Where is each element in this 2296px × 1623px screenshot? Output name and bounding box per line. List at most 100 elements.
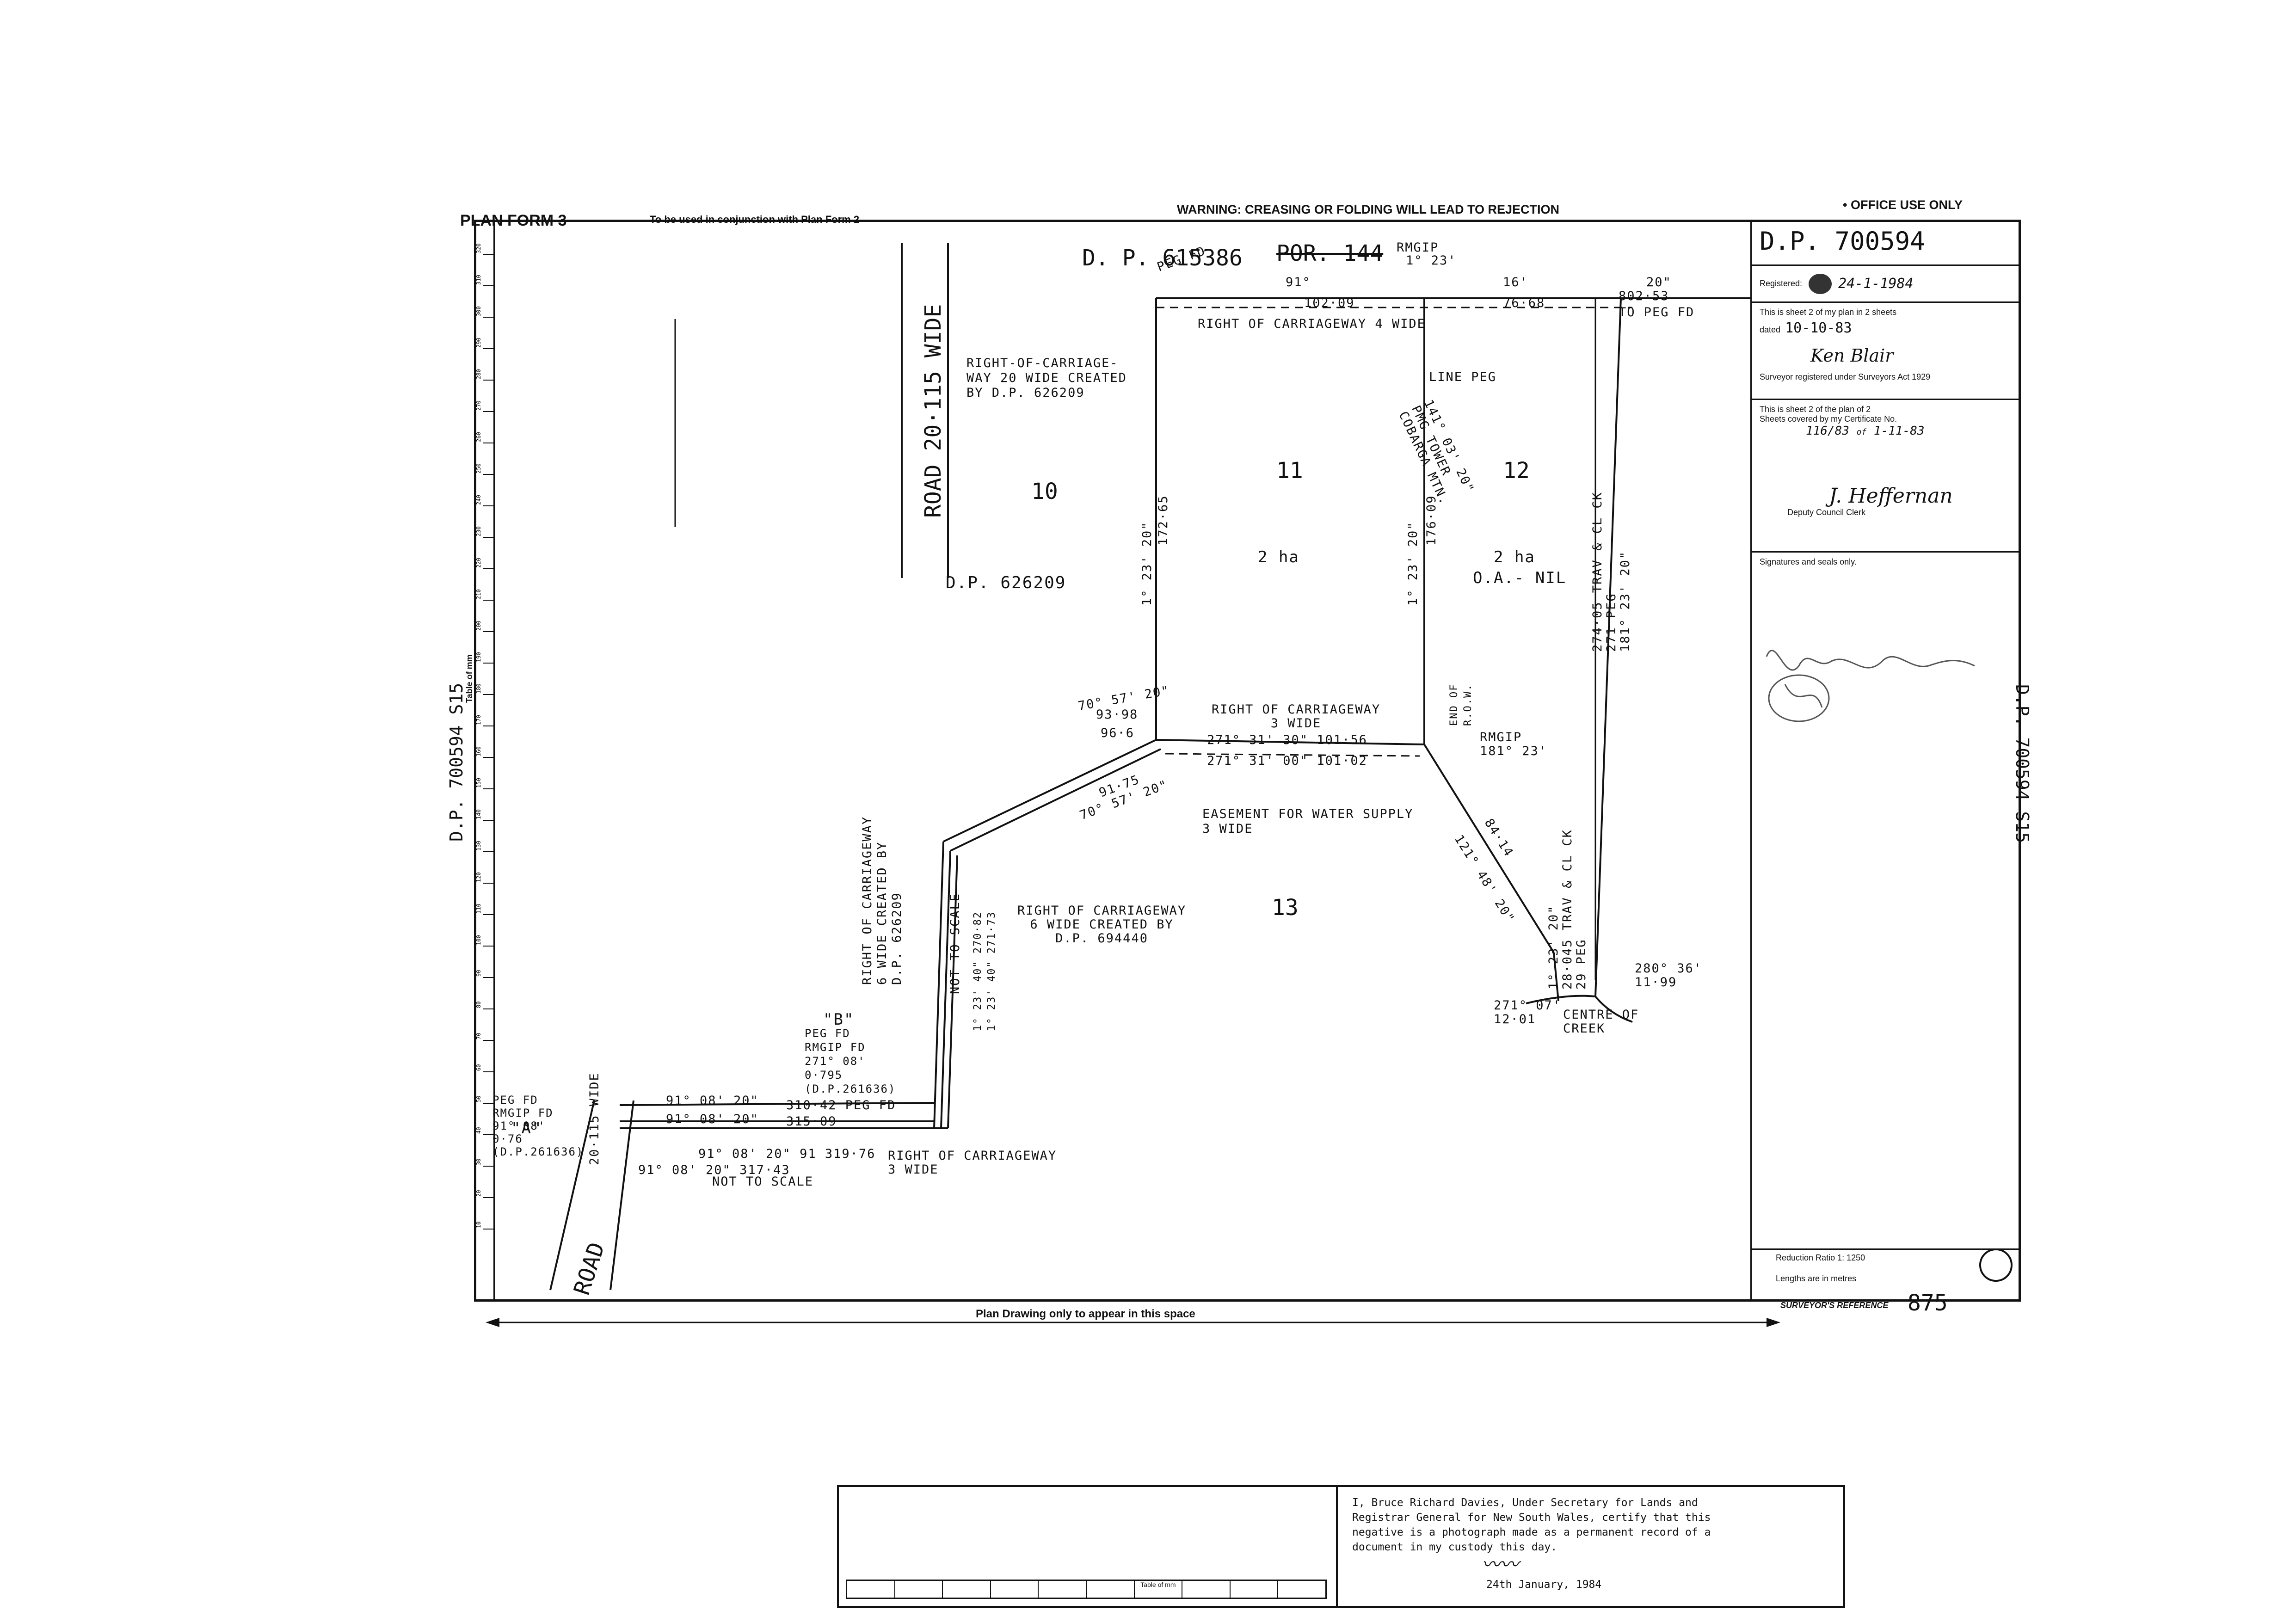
row-3-wide-bottom: RIGHT OF CARRIAGEWAY 3 WIDE	[888, 1149, 1057, 1177]
dist-76: 76·68	[1503, 296, 1545, 310]
scale-tick-label: 30	[475, 1159, 482, 1165]
plan-top-dp: D. P. 615386	[1082, 245, 1243, 271]
row-vertical-east	[940, 850, 951, 1129]
dist-172: 172·65	[1156, 495, 1170, 546]
dist-102: 102·09	[1304, 296, 1355, 310]
scale-tick-label: 130	[475, 841, 482, 851]
council-box: This is sheet 2 of the plan of 2 Sheets …	[1750, 400, 2019, 553]
lot-13-east-boundary	[1423, 744, 1555, 953]
bear-271-07: 271° 07' 12·01	[1494, 998, 1562, 1027]
dist-802: 802·53	[1619, 289, 1669, 303]
scale-tick-label: 210	[475, 589, 482, 599]
bearing-20: 20"	[1646, 275, 1672, 289]
scale-tick-label: 240	[475, 495, 482, 505]
plan-rmgip-top: RMGIP	[1397, 240, 1439, 255]
reduction-divider	[1750, 1248, 2019, 1250]
row-vertical-west	[933, 841, 944, 1129]
dist-96: 96·6	[1101, 726, 1135, 740]
scale-tick-label: 50	[475, 1096, 482, 1102]
trav-ck: 274·05 TRAV & CL CK 271 PEG 181° 23' 20"	[1590, 492, 1632, 652]
dist-176: 176·09	[1424, 495, 1439, 546]
m-seal-icon	[1979, 1248, 2013, 1282]
to-peg-fd: TO PEG FD	[1619, 305, 1695, 320]
right-margin-dp: D.P. 700594 S15	[2012, 684, 2032, 843]
road-top-label: ROAD 20·115 WIDE	[920, 304, 946, 518]
bear-271-31-b: 271° 31' 00" 101·02	[1207, 754, 1367, 768]
surveyor-box: This is sheet 2 of my plan in 2 sheets d…	[1750, 303, 2019, 400]
reduction-ratio: Reduction Ratio 1: 1250	[1776, 1253, 1865, 1262]
row-4-wide: RIGHT OF CARRIAGEWAY 4 WIDE	[1198, 317, 1426, 331]
scale-tick-label: 90	[475, 970, 482, 977]
row-vertical-east-2	[947, 855, 958, 1129]
scale-tick-label: 170	[475, 715, 482, 725]
scale-tick-label: 160	[475, 746, 482, 756]
plan-drawing-note: Plan Drawing only to appear in this spac…	[971, 1308, 1200, 1321]
area-12: 2 ha	[1494, 548, 1535, 566]
surveyor-signature: Ken Blair	[1810, 345, 1894, 366]
dist-310: 310·42 PEG FD	[786, 1098, 896, 1113]
certificate-of: of	[1856, 427, 1867, 437]
surveyors-ref-label: SURVEYOR'S REFERENCE	[1780, 1301, 1889, 1310]
bear-91-08-c: 91° 08' 20" 91 319·76	[698, 1147, 876, 1161]
b-text: PEG FD RMGIP FD 271° 08' 0·795 (D.P.2616…	[805, 1027, 896, 1095]
bearing-top-a: 1° 23'	[1406, 253, 1457, 268]
signatures-note: Signatures and seals only.	[1760, 557, 1857, 566]
scale-tick-label: 230	[475, 526, 482, 536]
centre-creek: CENTRE OF CREEK	[1563, 1008, 1639, 1036]
bear-91-08-d: 91° 08' 20" 317·43	[638, 1163, 790, 1177]
scale-tick-label: 40	[475, 1127, 482, 1134]
scale-tick-label: 150	[475, 778, 482, 788]
bearing-91: 91°	[1286, 275, 1311, 289]
plan-frame	[474, 220, 2021, 1302]
row-6-wide: RIGHT OF CARRIAGEWAY 6 WIDE CREATED BY D…	[1017, 904, 1187, 946]
certificate-box: I, Bruce Richard Davies, Under Secretary…	[837, 1485, 1845, 1608]
bear-91-08-b: 91° 08' 20"	[666, 1112, 759, 1126]
scale-tick-label: 260	[475, 432, 482, 442]
scale-ticks: 3203103002902802702602502402302202102001…	[475, 243, 493, 1230]
council-signature: J. Heffernan	[1829, 484, 1953, 508]
point-a: "A"	[511, 1119, 542, 1137]
certificate-signature-icon: 〰〰	[1482, 1554, 1519, 1575]
row-bottom-north	[619, 1102, 935, 1106]
council-clerk: Deputy Council Clerk	[1787, 508, 1866, 517]
bear-91-08-a: 91° 08' 20"	[666, 1094, 759, 1108]
certificate-no: 116/83	[1806, 424, 1849, 438]
scale-tick-label: 310	[475, 275, 482, 285]
certificate-date: 1-11-83	[1873, 424, 1925, 438]
lot-11-south-boundary	[1156, 739, 1425, 745]
area-11: 2 ha	[1258, 548, 1299, 566]
scale-tick-label: 190	[475, 652, 482, 662]
row-diagonal-south	[950, 748, 1161, 852]
registered-seal-icon	[1809, 273, 1832, 294]
scale-tick-label: 280	[475, 369, 482, 379]
registered-box: Registered: 24-1-1984	[1750, 266, 2019, 303]
bear-right-lot11: 1° 23' 20"	[1406, 521, 1420, 606]
dp-number-box: D.P. 700594	[1750, 222, 2019, 266]
scale-tick-label: 70	[475, 1033, 482, 1039]
certificate-divider	[1336, 1487, 1338, 1606]
office-panel: D.P. 700594 Registered: 24-1-1984 This i…	[1750, 222, 2019, 572]
row-20-wide: RIGHT-OF-CARRIAGE- WAY 20 WIDE CREATED B…	[966, 356, 1127, 400]
scale-tick-label: 200	[475, 621, 482, 631]
plan-drawing-arrow	[486, 1318, 1780, 1327]
scale-tick-label: 110	[475, 904, 482, 914]
row-3-wide-dashed	[1165, 753, 1420, 757]
row-3-wide-mid: RIGHT OF CARRIAGEWAY 3 WIDE	[1212, 702, 1381, 731]
road-bottom-width: 20·115 WIDE	[587, 1072, 602, 1165]
scale-tick-label: 20	[475, 1190, 482, 1197]
certificate-text: I, Bruce Richard Davies, Under Secretary…	[1352, 1497, 1711, 1553]
a-text: PEG FD RMGIP FD 91° 08' 0·76 (D.P.261636…	[492, 1094, 584, 1158]
lot-12: 12	[1503, 458, 1530, 484]
row-diagonal-north	[943, 739, 1157, 842]
dated-label: dated	[1760, 325, 1781, 334]
point-b: "B"	[823, 1010, 855, 1029]
left-margin-dp: D.P. 700594 S15	[446, 682, 467, 842]
lot-13: 13	[1272, 895, 1299, 921]
scale-tick-label: 320	[475, 243, 482, 253]
scale-tick-label: 100	[475, 935, 482, 945]
plan-por-struck: POR. 144	[1276, 240, 1384, 266]
end-of-row: END OF R.O.W.	[1448, 683, 1474, 726]
dated-value: 10-10-83	[1785, 320, 1852, 336]
scale-tick-label: 10	[475, 1222, 482, 1228]
